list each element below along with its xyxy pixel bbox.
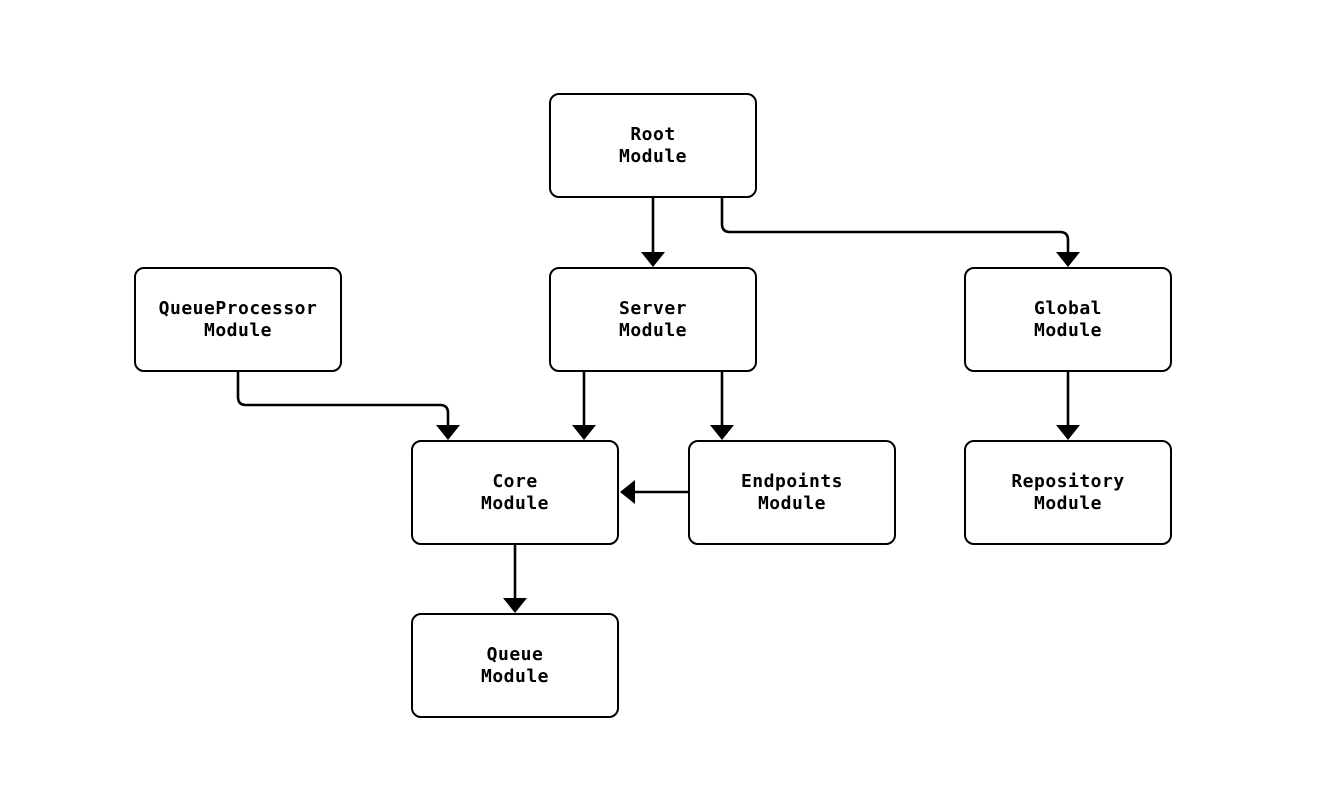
node-endpoints-module-label: Endpoints Module <box>740 470 844 514</box>
node-queueprocessor-module: QueueProcessor Module <box>134 267 342 372</box>
node-root-module-label: Root Module <box>618 123 688 167</box>
node-endpoints-module: Endpoints Module <box>688 440 896 545</box>
node-server-module-label: Server Module <box>618 297 688 341</box>
edge-queueprocessor-to-core <box>236 372 460 440</box>
node-queue-module-label: Queue Module <box>480 643 550 687</box>
edge-root-to-global <box>720 198 1080 267</box>
node-queue-module: Queue Module <box>411 613 619 718</box>
node-global-module-label: Global Module <box>1033 297 1103 341</box>
node-server-module: Server Module <box>549 267 757 372</box>
node-repository-module: Repository Module <box>964 440 1172 545</box>
node-global-module: Global Module <box>964 267 1172 372</box>
node-queueprocessor-module-label: QueueProcessor Module <box>158 297 318 341</box>
node-core-module-label: Core Module <box>480 470 550 514</box>
node-root-module: Root Module <box>549 93 757 198</box>
node-repository-module-label: Repository Module <box>1011 470 1125 514</box>
node-core-module: Core Module <box>411 440 619 545</box>
